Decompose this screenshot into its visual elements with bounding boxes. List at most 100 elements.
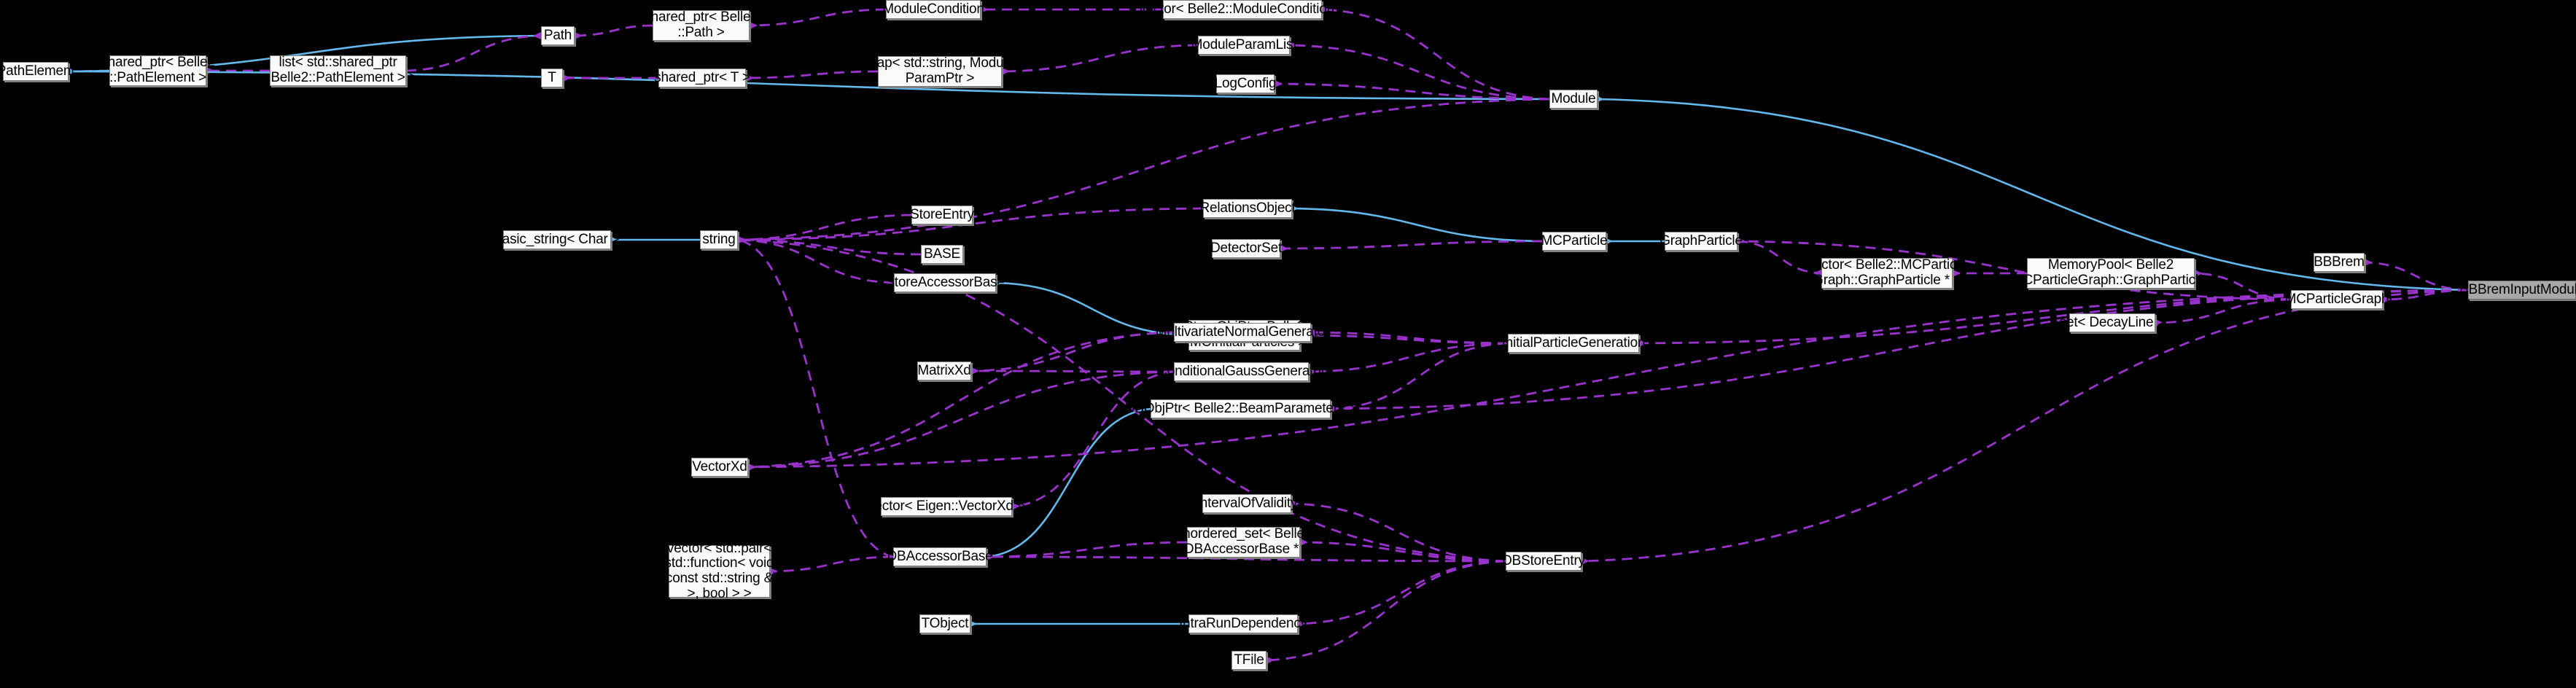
edge-sp_path-to-path xyxy=(572,24,653,41)
node-bbbrem[interactable]: BBBrem xyxy=(2314,253,2365,272)
node-intervalofvalidity[interactable]: IntervalOfValidity xyxy=(1196,494,1298,513)
node-dbobjptr_beamparam[interactable]: DBObjPtr< Belle2::BeamParameters > xyxy=(1125,399,1356,418)
edge-bbbreminputmodule-to-mcparticlegraph xyxy=(2381,289,2469,305)
edge-mvnormalgen-to-matrixxd xyxy=(969,331,1175,376)
node-label: TFile xyxy=(1234,652,1264,668)
node-label: BBBremInputModule xyxy=(2459,281,2576,297)
edge-condgaussgen-to-vec_eigen_vectorxd xyxy=(1010,370,1175,512)
node-dbstoreentry[interactable]: DBStoreEntry xyxy=(1502,552,1585,571)
edge-dbstoreentry-to-intervalofvalidity xyxy=(1289,499,1506,563)
node-sp_t[interactable]: shared_ptr< T > xyxy=(654,69,750,87)
edge-bbbreminputmodule-to-module xyxy=(1595,95,2469,292)
node-vec_eigen_vectorxd[interactable]: vector< Eigen::VectorXd > xyxy=(868,497,1025,516)
edge-initialpartgen-to-mvnormalgen xyxy=(1309,327,1509,345)
node-string[interactable]: string xyxy=(700,230,738,249)
edge-moduleparamlist-to-map_string_mpp xyxy=(1000,44,1199,77)
node-pathelement[interactable]: PathElement xyxy=(0,62,74,81)
node-basic_string_char[interactable]: basic_string< Char > xyxy=(494,230,620,249)
edge-bbbreminputmodule-to-vectorxd xyxy=(746,289,2469,472)
node-label: InitialParticleGeneration xyxy=(1501,335,1646,351)
node-unordered_set_dbab[interactable]: unordered_set< Belle2 ::DBAccessorBase *… xyxy=(1175,527,1312,558)
edge-storeobjptr_mcip-to-storeaccessorbase xyxy=(994,278,1189,337)
node-label: TObject xyxy=(921,615,969,631)
node-vec_pair_function[interactable]: vector< std::pair< std::function< void (… xyxy=(661,541,778,601)
edge-module-to-vec_modulecond xyxy=(1320,4,1550,101)
node-label: RelationsObject xyxy=(1199,200,1296,216)
node-moduleparamlist[interactable]: ModuleParamList xyxy=(1191,36,1297,55)
node-label: set< DecayLine > xyxy=(2059,314,2166,330)
node-label: ModuleParamList xyxy=(1191,36,1297,52)
edge-paths xyxy=(66,4,2469,665)
edge-mvnormalgen-to-vectorxd xyxy=(746,331,1175,472)
node-label: unordered_set< Belle2 ::DBAccessorBase *… xyxy=(1175,526,1312,557)
node-base[interactable]: BASE xyxy=(921,245,963,264)
node-label: StoreAccessorBase xyxy=(885,274,1005,290)
node-modulecondition[interactable]: ModuleCondition xyxy=(882,0,984,19)
edge-bbbreminputmodule-to-dbstoreentry xyxy=(1579,289,2469,566)
node-label: IntervalOfValidity xyxy=(1196,495,1298,511)
edge-dbobjptr_beamparam-to-dbaccessorbase xyxy=(984,407,1151,561)
node-logconfig[interactable]: LogConfig xyxy=(1214,74,1277,93)
node-tobject[interactable]: TObject xyxy=(919,614,970,633)
edge-storeaccessorbase-to-string xyxy=(736,235,895,284)
node-mvnormalgen[interactable]: MultivariateNormalGenerator xyxy=(1156,323,1329,342)
node-label: PathElement xyxy=(0,63,75,79)
edge-mcparticle-to-relationsobject xyxy=(1290,204,1543,243)
node-label: MatrixXd xyxy=(917,362,971,378)
node-label: DBStoreEntry xyxy=(1502,552,1585,568)
edge-module-to-string xyxy=(736,98,1550,245)
node-bbbreminputmodule[interactable]: BBBremInputModule xyxy=(2459,281,2576,300)
edge-dbstoreentry-to-string xyxy=(736,235,1506,563)
edge-list_sp_pathelem-to-path xyxy=(405,31,543,72)
node-mcparticle[interactable]: MCParticle xyxy=(1541,232,1608,251)
edge-bbbreminputmodule-to-bbbrem xyxy=(2362,257,2469,292)
node-label: BASE xyxy=(924,246,960,262)
node-map_string_mpp[interactable]: map< std::string, Module ParamPtr > xyxy=(865,56,1014,87)
node-label: vector< Eigen::VectorXd > xyxy=(868,498,1025,514)
node-condgaussgen[interactable]: ConditionalGaussGenerator xyxy=(1157,362,1326,381)
node-matrixxd[interactable]: MatrixXd xyxy=(917,361,971,380)
node-graphparticle[interactable]: GraphParticle xyxy=(1659,232,1743,251)
edge-mcparticlegraph-to-set_decayline xyxy=(2153,298,2292,328)
edge-condgaussgen-to-vectorxd xyxy=(746,370,1175,472)
node-label: ModuleCondition xyxy=(882,1,984,17)
node-sp_path[interactable]: shared_ptr< Belle2 ::Path > xyxy=(644,10,758,41)
node-vectorxd[interactable]: VectorXd xyxy=(691,458,748,477)
node-label: BBBrem xyxy=(2314,254,2365,270)
edge-module-to-logconfig xyxy=(1272,79,1550,101)
node-initialpartgen[interactable]: InitialParticleGeneration xyxy=(1502,334,1646,353)
node-label: vector< Belle2::ModuleCondition > xyxy=(1139,1,1346,17)
node-label: Path xyxy=(543,27,572,43)
edge-dbaccessorbase-to-vec_pair_function xyxy=(768,555,894,576)
node-label: StoreEntry xyxy=(910,206,974,222)
edge-mcparticle-to-detectorset xyxy=(1278,240,1543,254)
edge-initialpartgen-to-dbobjptr_beamparam xyxy=(1328,342,1509,414)
node-path[interactable]: Path xyxy=(541,26,575,45)
node-list_sp_pathelem[interactable]: list< std::shared_ptr < Belle2::PathElem… xyxy=(259,55,417,86)
edge-dbaccessorbase-to-string xyxy=(735,235,894,558)
edge-modulecondition-to-sp_path xyxy=(747,8,887,31)
edge-module-to-moduleparamlist xyxy=(1288,40,1550,101)
node-label: GraphParticle xyxy=(1659,232,1743,249)
node-dbaccessorbase[interactable]: DBAccessorBase xyxy=(887,547,993,566)
node-set_decayline[interactable]: set< DecayLine > xyxy=(2060,313,2166,332)
node-storeentry[interactable]: StoreEntry xyxy=(910,206,974,224)
node-tfile[interactable]: TFile xyxy=(1231,651,1266,670)
node-storeaccessorbase[interactable]: StoreAccessorBase xyxy=(885,273,1005,292)
node-module[interactable]: Module xyxy=(1549,90,1598,109)
node-detectorset[interactable]: DetectorSet xyxy=(1210,239,1282,258)
edge-dbstoreentry-to-unordered_set_dbab xyxy=(1298,537,1506,563)
node-vec_modulecond[interactable]: vector< Belle2::ModuleCondition > xyxy=(1139,0,1346,19)
node-intrarundependency[interactable]: IntraRunDependency xyxy=(1179,614,1307,633)
node-vec_graphparticle[interactable]: vector< Belle2::MCParticle Graph::GraphP… xyxy=(1807,258,1967,289)
node-memorypool_gp[interactable]: MemoryPool< Belle2 ::MCParticleGraph::Gr… xyxy=(2004,258,2217,289)
node-t[interactable]: T xyxy=(541,69,563,87)
node-label: DBObjPtr< Belle2::BeamParameters > xyxy=(1124,400,1357,416)
edge-dbstoreentry-to-dbaccessorbase xyxy=(984,552,1506,563)
node-relationsobject[interactable]: RelationsObject xyxy=(1199,199,1296,218)
node-mcparticlegraph[interactable]: MCParticleGraph xyxy=(2285,290,2389,309)
node-sp_pathelement[interactable]: shared_ptr< Belle2 ::PathElement > xyxy=(101,55,215,86)
node-label: LogConfig xyxy=(1214,75,1277,91)
